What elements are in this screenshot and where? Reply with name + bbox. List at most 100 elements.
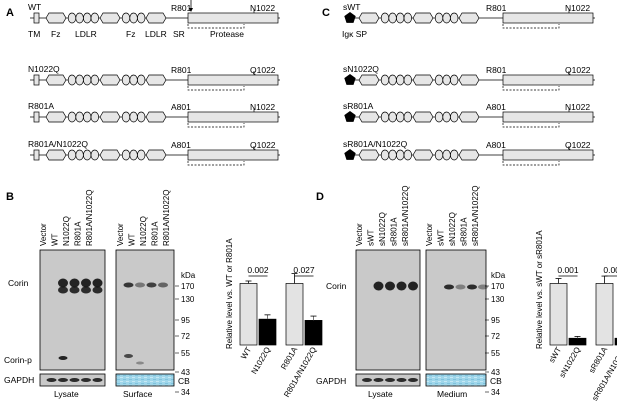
marker-label: 95	[491, 316, 500, 325]
x-tick-label: R801A	[279, 345, 299, 371]
band-label-corin: Corin	[326, 281, 347, 291]
lysate-blot	[355, 249, 421, 371]
domain-label-fz: Fz	[51, 29, 60, 39]
tm-domain	[33, 74, 40, 86]
lane-label: sR801A/N1022Q	[471, 186, 480, 246]
protease-domain	[187, 111, 279, 123]
ldlr-repeat	[75, 111, 84, 123]
blot-band	[396, 281, 407, 291]
loading-label-gapdh: GAPDH	[4, 375, 34, 385]
site-label-1022: Q1022	[565, 65, 591, 75]
ldlr-repeat	[90, 149, 99, 161]
disulfide-bracket	[502, 24, 560, 29]
p-value-label: 0.002	[247, 265, 269, 275]
site-label-801: R801	[486, 65, 507, 75]
loading-label-cb: CB	[178, 376, 190, 386]
bar	[239, 283, 258, 346]
blot-band	[69, 278, 80, 288]
panel-d-bar-chart: Relative level vs. sWT or sR801AsWTsN102…	[535, 230, 617, 402]
ldlr-repeat	[83, 149, 92, 161]
sr-domain	[145, 149, 167, 161]
ldlr-repeat	[137, 111, 146, 123]
blot-band	[123, 282, 134, 288]
ldlr-repeat	[434, 111, 444, 123]
frizzled-domain	[99, 12, 121, 24]
lane-label: Vector	[39, 223, 48, 246]
marker-label: 34	[181, 388, 190, 397]
frizzled-domain	[99, 74, 121, 86]
ldlr-repeat	[442, 12, 451, 24]
frizzled-domain	[45, 149, 67, 161]
blot-label-surface: Surface	[123, 389, 153, 399]
kda-label: kDa	[491, 271, 506, 280]
ldlr-repeat	[129, 149, 138, 161]
protease-domain	[187, 149, 279, 161]
ldlr-repeat	[396, 12, 405, 24]
ldlr-repeat	[380, 149, 390, 161]
ldlr-repeat	[67, 111, 77, 123]
construct-name: N1022Q	[28, 64, 60, 74]
ldlr-repeat	[83, 111, 92, 123]
bar	[258, 318, 277, 346]
corin-p-band	[124, 354, 133, 358]
bar	[568, 337, 587, 346]
blot-band	[92, 286, 103, 294]
site-label-1022: N1022	[250, 3, 275, 13]
frizzled-domain	[358, 12, 380, 24]
lane-label: sWT	[367, 229, 376, 246]
ldlr-repeat	[121, 12, 131, 24]
protease-domain	[502, 111, 594, 123]
ldlr-repeat	[75, 74, 84, 86]
lane-label: R801A/N1022Q	[162, 190, 171, 246]
ldlr-repeat	[137, 149, 146, 161]
ldlr-repeat	[380, 74, 390, 86]
sr-domain	[458, 111, 480, 123]
frizzled-domain	[45, 74, 67, 86]
medium-blot	[425, 249, 487, 371]
tm-domain	[33, 12, 40, 24]
blot-band	[58, 286, 68, 294]
disulfide-bracket	[187, 161, 245, 166]
site-label-801: R801	[486, 3, 507, 13]
panel-a-letter: A	[6, 7, 14, 19]
frizzled-domain	[412, 74, 434, 86]
construct-name: sWT	[343, 2, 360, 12]
frizzled-domain	[412, 12, 434, 24]
ldlr-repeat	[90, 74, 99, 86]
blot-band	[92, 278, 103, 288]
ldlr-repeat	[388, 149, 397, 161]
ldlr-repeat	[403, 149, 412, 161]
site-label-801: A801	[486, 140, 506, 150]
frizzled-domain	[99, 111, 121, 123]
p-value-label: 0.027	[293, 265, 315, 275]
gapdh-band	[58, 378, 68, 382]
gapdh-band	[46, 378, 57, 382]
gapdh-band	[92, 378, 103, 382]
marker-label: 55	[491, 349, 500, 358]
blot-band	[81, 278, 91, 288]
panel-d-letter: D	[316, 191, 324, 203]
construct-name: R801A	[28, 101, 54, 111]
bar	[614, 337, 617, 346]
blot-band	[135, 282, 145, 288]
ldlr-repeat	[121, 149, 131, 161]
frizzled-domain	[358, 149, 380, 161]
sr-domain	[145, 12, 167, 24]
marker-label: 95	[181, 316, 190, 325]
disulfide-bracket	[187, 123, 245, 128]
ldlr-repeat	[388, 111, 397, 123]
site-label-1022: N1022	[565, 102, 590, 112]
corin-p-band	[58, 356, 68, 360]
ldlr-repeat	[396, 74, 405, 86]
lane-label: Vector	[116, 223, 125, 246]
ldlr-repeat	[75, 149, 84, 161]
disulfide-bracket	[502, 86, 560, 91]
blot-label-lysate: Lysate	[368, 389, 393, 399]
gapdh-band	[69, 378, 80, 382]
lane-label: sR801A	[460, 217, 469, 246]
